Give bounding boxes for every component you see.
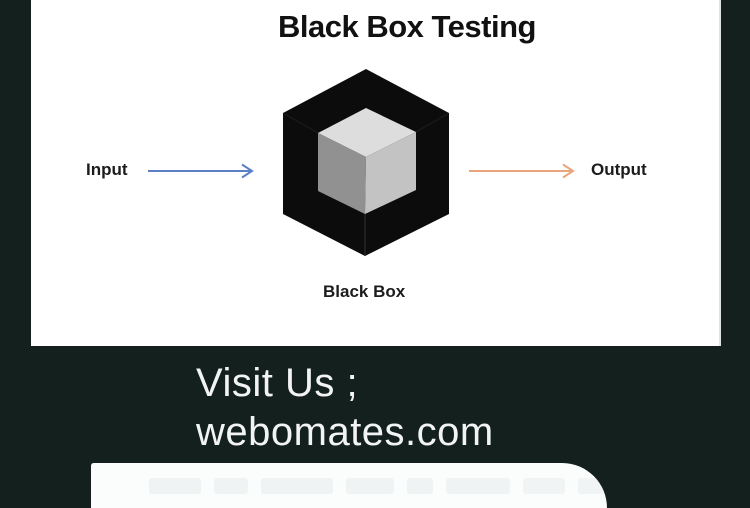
bottom-sheet bbox=[91, 463, 607, 508]
cube-cut-edge-left bbox=[282, 112, 319, 134]
input-arrow-icon bbox=[148, 163, 254, 179]
cube-cut-edge-right bbox=[415, 112, 450, 133]
website-url[interactable]: webomates.com bbox=[196, 410, 494, 454]
cube-caption: Black Box bbox=[323, 282, 406, 301]
output-arrow-icon bbox=[469, 163, 575, 179]
output-label: Output bbox=[591, 160, 647, 179]
input-label: Input bbox=[86, 160, 128, 179]
inner-cube-left-face bbox=[318, 133, 366, 214]
inner-cube-right-face bbox=[365, 132, 416, 214]
visit-us-line1: Visit Us ; bbox=[196, 361, 359, 405]
inner-cube-top-face bbox=[318, 108, 416, 157]
black-box-cube-icon bbox=[282, 69, 450, 256]
diagram-title: Black Box Testing bbox=[278, 9, 536, 44]
visit-us-text: Visit Us ; webomates.com bbox=[196, 359, 494, 457]
cropped-ghost-text bbox=[149, 478, 607, 494]
diagram-card: Black Box Testing Input Output Black Box bbox=[31, 0, 721, 346]
